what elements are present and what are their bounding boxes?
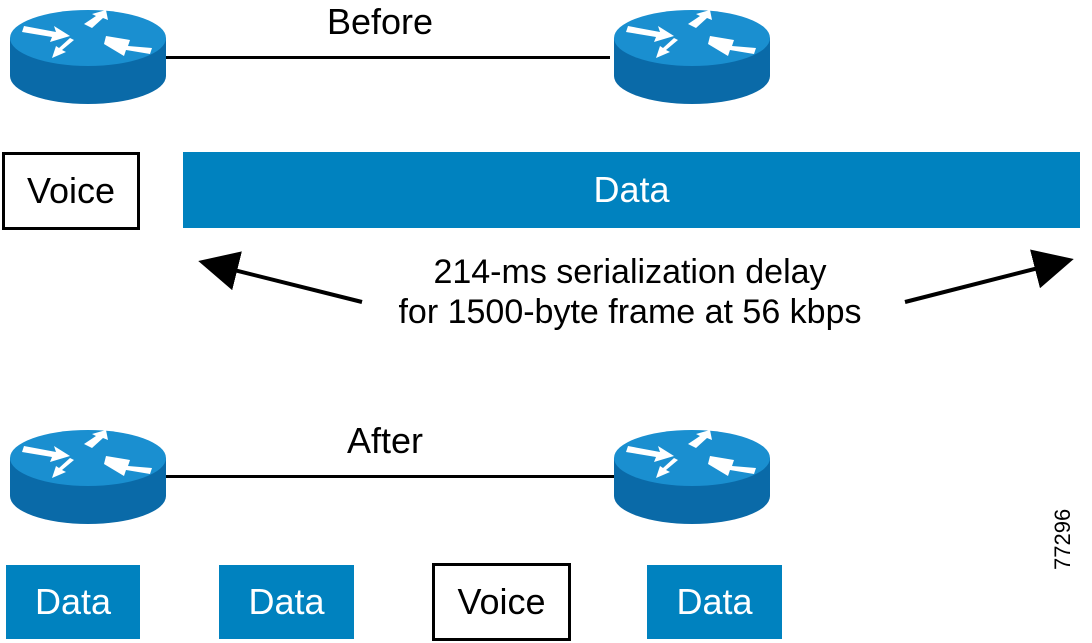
before-label: Before	[326, 1, 434, 42]
voice-frame: Voice	[2, 152, 140, 230]
data-frame-large: Data	[183, 152, 1080, 228]
delay-annotation: 214-ms serialization delay for 1500-byte…	[360, 252, 900, 332]
voice-frame: Voice	[432, 563, 571, 641]
router-icon	[614, 6, 770, 106]
delay-line-1: 214-ms serialization delay	[433, 253, 827, 291]
router-icon	[614, 426, 770, 526]
data-frame-small: Data	[647, 565, 782, 639]
router-icon	[10, 6, 166, 106]
data-frame-small: Data	[219, 565, 354, 639]
after-label: After	[346, 420, 424, 461]
delay-line-2: for 1500-byte frame at 56 kbps	[398, 293, 862, 331]
router-icon	[10, 426, 166, 526]
data-frame-small: Data	[6, 565, 140, 639]
before-link	[166, 56, 610, 59]
left-delay-arrow	[198, 251, 363, 304]
figure-id: 77296	[1050, 508, 1075, 570]
after-link	[166, 475, 614, 478]
right-delay-arrow	[904, 249, 1074, 304]
